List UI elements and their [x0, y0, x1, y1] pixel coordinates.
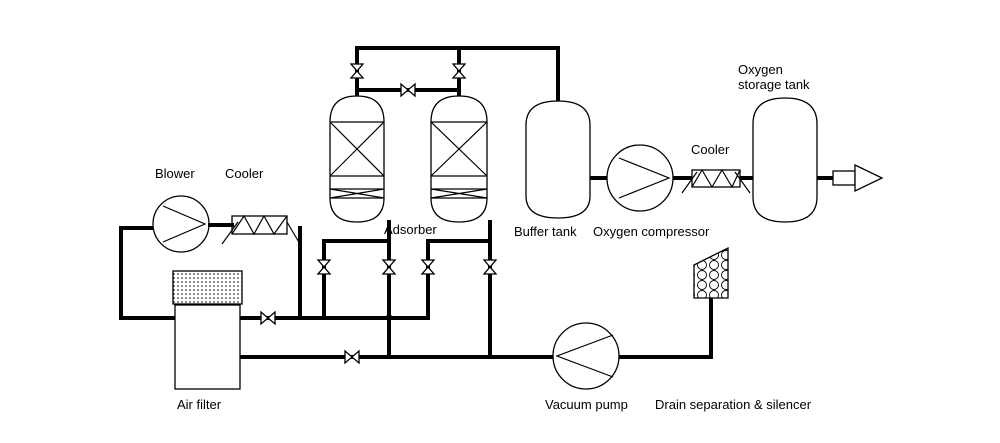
valve-adsorber1-feed[interactable] — [316, 259, 332, 275]
product-outlet-arrow-icon — [832, 163, 884, 193]
adsorber-vessel-2 — [430, 95, 488, 223]
buffer-tank — [525, 100, 591, 219]
pipe-adsorber1-bottom — [322, 220, 391, 320]
vacuum-pump — [552, 322, 620, 390]
valve-top-left[interactable] — [349, 63, 365, 79]
label-blower: Blower — [155, 166, 195, 181]
valve-top-right[interactable] — [451, 63, 467, 79]
pipe-blower-to-filter — [119, 226, 177, 320]
label-oxygen-storage-tank-1: Oxygen — [738, 62, 783, 77]
label-air-filter: Air filter — [177, 397, 222, 412]
drain-separator-silencer — [693, 246, 729, 299]
valve-adsorber2-vacuum[interactable] — [482, 259, 498, 275]
label-oxygen-compressor: Oxygen compressor — [593, 224, 710, 239]
pipe-adsorber2-bottom — [426, 220, 492, 320]
label-adsorber: Adsorber — [384, 222, 437, 237]
oxygen-storage-tank — [752, 97, 818, 223]
label-cooler-right: Cooler — [691, 142, 730, 157]
valve-feed-line[interactable] — [260, 310, 276, 326]
label-oxygen-storage-tank-2: storage tank — [738, 77, 810, 92]
air-filter — [172, 270, 243, 390]
valve-vacuum-line[interactable] — [344, 349, 360, 365]
valve-adsorber1-vacuum[interactable] — [381, 259, 397, 275]
pipe-vacuum-to-silencer — [617, 296, 713, 359]
label-vacuum-pump: Vacuum pump — [545, 397, 628, 412]
adsorber-vessel-1 — [329, 95, 385, 223]
blower-pump — [152, 195, 210, 253]
cooler-heat-exchanger-left — [208, 214, 301, 245]
valve-adsorber2-feed[interactable] — [420, 259, 436, 275]
oxygen-compressor-pump — [606, 144, 674, 212]
labels: Blower Cooler Adsorber Buffer tank Oxyge… — [155, 62, 812, 412]
valve-equalization[interactable] — [400, 82, 416, 98]
label-buffer-tank: Buffer tank — [514, 224, 577, 239]
label-cooler-left: Cooler — [225, 166, 264, 181]
valves — [260, 63, 498, 365]
cooler-heat-exchanger-right — [681, 168, 751, 194]
label-drain-separation: Drain separation & silencer — [655, 397, 812, 412]
